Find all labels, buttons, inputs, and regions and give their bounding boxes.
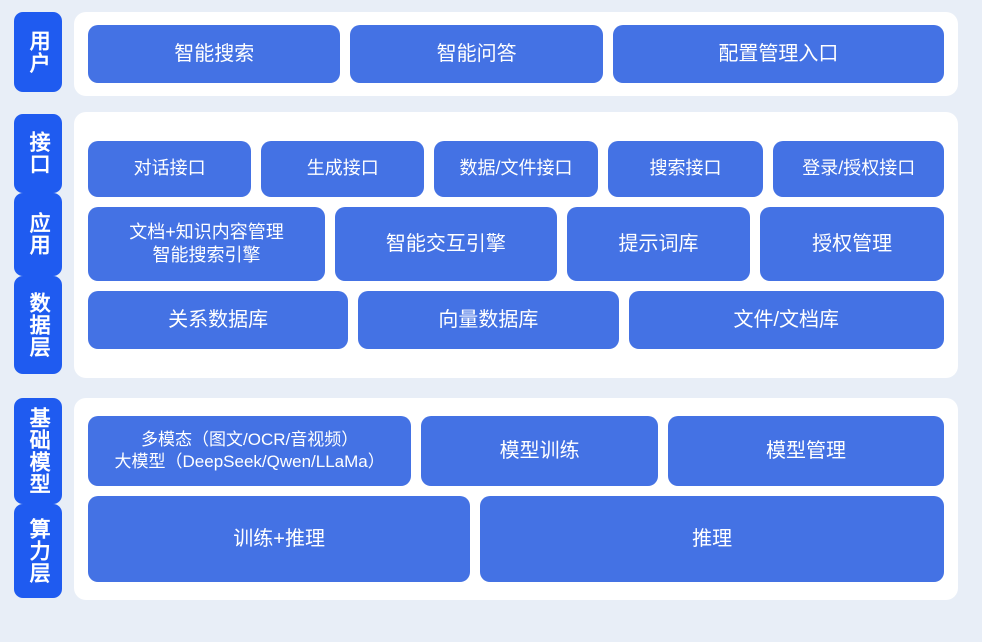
section-label-base-model-text: 基础模型 (27, 406, 51, 495)
section-label-base-model: 基础模型 (14, 398, 62, 504)
section-label-data-layer-text: 数据层 (27, 291, 51, 358)
section-label-application-text: 应用 (27, 212, 51, 257)
row-application: 文档+知识内容管理 智能搜索引擎 智能交互引擎 提示词库 授权管理 (88, 207, 944, 281)
row-compute-layer: 训练+推理 推理 (88, 496, 944, 582)
row-interface: 对话接口 生成接口 数据/文件接口 搜索接口 登录/授权接口 (88, 141, 945, 197)
rail-base: 基础模型 算力层 (12, 398, 64, 600)
panel-middle: 对话接口 生成接口 数据/文件接口 搜索接口 登录/授权接口 文档+知识内容管理… (74, 112, 958, 378)
card-relational-database[interactable]: 关系数据库 (88, 291, 349, 349)
card-prompt-library[interactable]: 提示词库 (566, 207, 751, 281)
card-config-management-entry[interactable]: 配置管理入口 (612, 25, 945, 83)
section-users: 用户 智能搜索 智能问答 配置管理入口 (0, 0, 982, 104)
section-label-users-text: 用户 (27, 30, 51, 74)
card-dialog-interface[interactable]: 对话接口 (88, 141, 252, 197)
card-inference[interactable]: 推理 (480, 496, 944, 582)
row-user-entries: 智能搜索 智能问答 配置管理入口 (88, 25, 945, 83)
section-middle: 接口 应用 数据层 对话接口 生成接口 数据/文件接口 搜索接口 登录/授权接口… (0, 104, 982, 386)
section-label-interface-text: 接口 (27, 131, 51, 176)
card-search-interface[interactable]: 搜索接口 (607, 141, 764, 197)
card-smart-qa[interactable]: 智能问答 (350, 25, 603, 83)
panel-base: 多模态（图文/OCR/音视频） 大模型（DeepSeek/Qwen/LLaMa）… (74, 398, 958, 600)
card-multimodal-large-model[interactable]: 多模态（图文/OCR/音视频） 大模型（DeepSeek/Qwen/LLaMa） (88, 416, 412, 486)
section-label-interface: 接口 (14, 114, 62, 193)
rail-middle: 接口 应用 数据层 (12, 112, 64, 378)
section-label-compute-layer: 算力层 (14, 503, 62, 598)
section-label-data-layer: 数据层 (14, 275, 62, 374)
section-label-application: 应用 (14, 192, 62, 276)
card-data-file-interface[interactable]: 数据/文件接口 (434, 141, 598, 197)
card-authorization-management[interactable]: 授权管理 (760, 207, 944, 281)
card-login-auth-interface[interactable]: 登录/授权接口 (773, 141, 945, 197)
card-smart-search[interactable]: 智能搜索 (88, 25, 341, 83)
rail-users: 用户 (12, 12, 64, 96)
panel-users: 智能搜索 智能问答 配置管理入口 (74, 12, 958, 96)
row-base-model: 多模态（图文/OCR/音视频） 大模型（DeepSeek/Qwen/LLaMa）… (88, 416, 944, 486)
section-base: 基础模型 算力层 多模态（图文/OCR/音视频） 大模型（DeepSeek/Qw… (0, 386, 982, 614)
section-label-compute-layer-text: 算力层 (27, 517, 51, 584)
card-file-document-store[interactable]: 文件/文档库 (628, 291, 944, 349)
card-vector-database[interactable]: 向量数据库 (358, 291, 619, 349)
section-label-users: 用户 (14, 12, 62, 92)
row-data-layer: 关系数据库 向量数据库 文件/文档库 (88, 291, 944, 349)
card-generation-interface[interactable]: 生成接口 (261, 141, 425, 197)
card-doc-knowledge-management[interactable]: 文档+知识内容管理 智能搜索引擎 (88, 207, 325, 281)
card-training-plus-inference[interactable]: 训练+推理 (88, 496, 471, 582)
card-model-training[interactable]: 模型训练 (421, 416, 658, 486)
card-smart-interaction-engine[interactable]: 智能交互引擎 (334, 207, 557, 281)
card-model-management[interactable]: 模型管理 (667, 416, 944, 486)
